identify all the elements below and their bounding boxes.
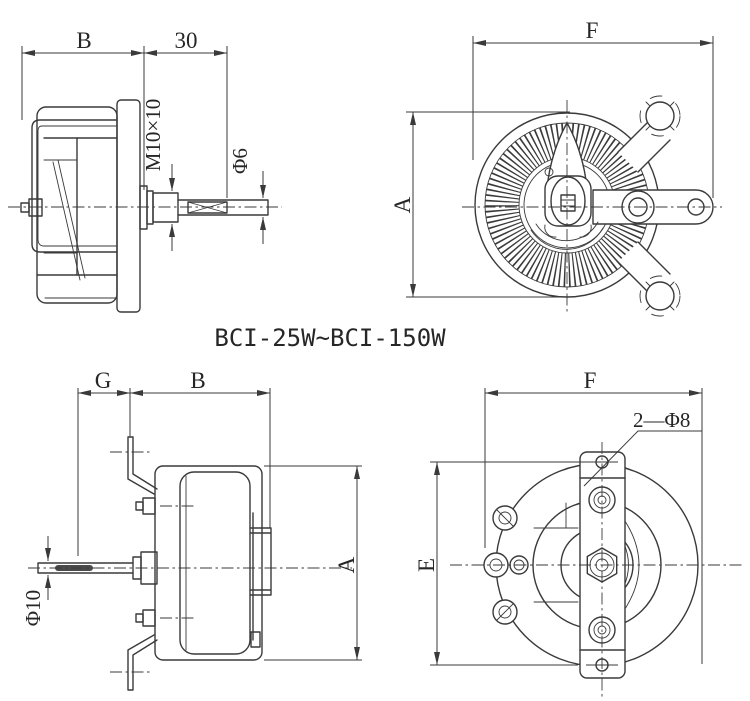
model-caption: BCI-25W~BCI-150W (214, 324, 446, 352)
dim-label-bracket-offset: G (95, 368, 112, 393)
dim-label-body-width: B (76, 28, 91, 53)
dim-label-overall-height-large: A (334, 556, 359, 573)
terminal-arm (592, 189, 714, 225)
view-top-side: B 30 M10×10 Φ6 (8, 28, 282, 313)
dim-label-shaft-extension: 30 (175, 28, 198, 53)
threaded-bushing (152, 192, 179, 223)
dim-label-bushing-thread: M10×10 (141, 99, 165, 172)
view-bottom-front: F E 2—Φ8 (414, 368, 742, 697)
dim-label-overall-width-mounted: F (584, 368, 597, 393)
dimensions-top-side: B 30 M10×10 Φ6 (21, 28, 266, 251)
shaft-end (560, 194, 576, 212)
terminal-lug-upper (639, 95, 681, 137)
shaft-and-bushing (139, 185, 269, 230)
dim-label-mounting-holes: 2—Φ8 (633, 408, 690, 432)
dim-label-shaft-diameter-large: Φ10 (21, 590, 45, 626)
dimensions-bottom-front: F E 2—Φ8 (414, 368, 703, 666)
shaft-flat-section (187, 201, 228, 214)
dimensions-top-front: F A (390, 18, 714, 298)
mounting-bracket-bottom (110, 634, 158, 691)
mounting-bracket-top (110, 436, 158, 495)
dim-label-shaft-diameter: Φ6 (228, 148, 252, 174)
view-top-front: F A (390, 18, 722, 317)
dimensions-bottom-side: G B Φ10 A (21, 368, 362, 661)
dim-label-overall-width: F (586, 18, 599, 43)
rheostat-body-side (20, 99, 141, 313)
view-bottom-side: G B Φ10 A (21, 368, 362, 691)
rear-terminal-bolt (28, 198, 43, 217)
wiper-hub (544, 175, 592, 227)
dim-label-body-depth: B (190, 368, 205, 393)
terminal-lug-lower (639, 275, 681, 317)
terminal-bolts (135, 497, 196, 627)
dim-label-hole-spacing: E (414, 558, 439, 572)
dim-label-overall-height: A (390, 196, 415, 213)
rheostat-body-side-large (154, 465, 272, 661)
